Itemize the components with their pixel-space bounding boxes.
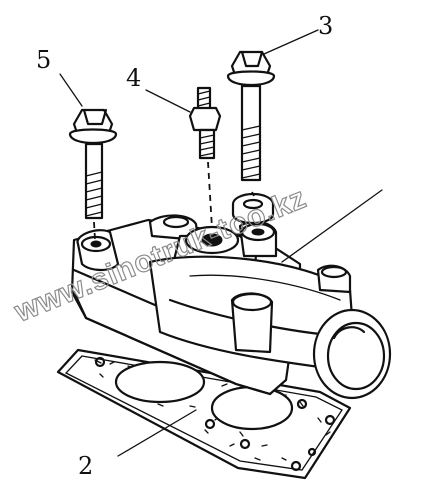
callout-leaders — [59, 29, 383, 457]
sealing-washer — [231, 192, 275, 225]
flange-bolt-long — [226, 50, 276, 225]
callout-5: 5 — [36, 46, 51, 74]
callout-3: 3 — [318, 12, 333, 40]
callout-4: 4 — [126, 64, 141, 92]
callout-2: 2 — [78, 452, 93, 480]
thermostat-housing — [70, 214, 392, 400]
stud-bolt — [188, 86, 222, 229]
gasket — [56, 348, 352, 480]
flange-bolt-short — [68, 108, 118, 241]
